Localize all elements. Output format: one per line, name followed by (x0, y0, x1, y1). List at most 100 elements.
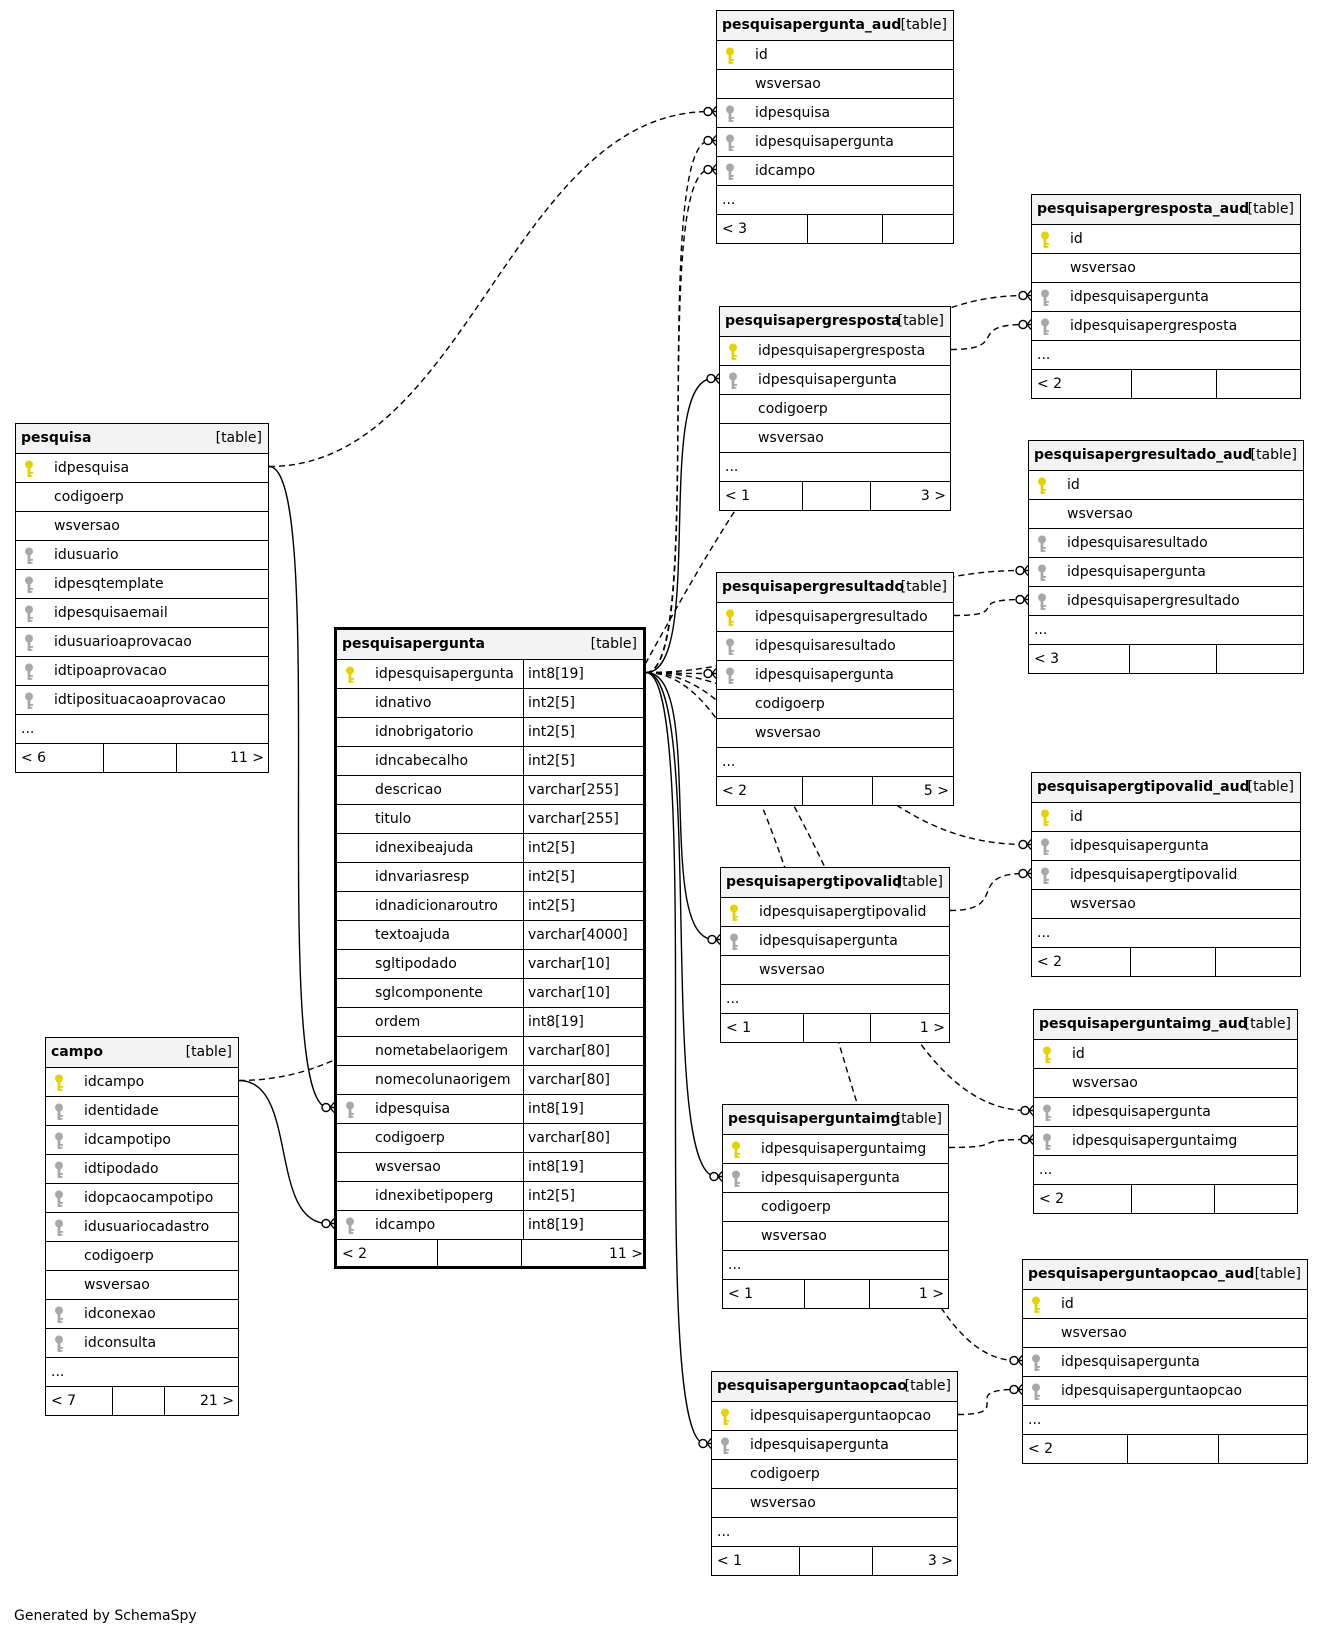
children-count-cell[interactable]: 5 > (872, 777, 955, 805)
column-row[interactable]: wsversao (723, 1221, 948, 1250)
column-row[interactable]: idpesquisapergunta (1023, 1347, 1307, 1376)
column-row[interactable]: idpesquisapergunta (1034, 1097, 1297, 1126)
column-row[interactable]: idtipoaprovacao (16, 656, 268, 685)
table-pesquisapergresposta[interactable]: pesquisapergresposta[table]idpesquisaper… (719, 306, 951, 511)
column-row[interactable]: codigoerp (712, 1459, 957, 1488)
column-row[interactable]: idpesquisaresultado (1029, 528, 1303, 557)
column-row[interactable]: id (1032, 802, 1300, 831)
column-row[interactable]: idusuariocadastro (46, 1212, 238, 1241)
column-row[interactable]: codigoerp (46, 1241, 238, 1270)
column-row[interactable]: idpesquisapergtipovalid (721, 897, 949, 926)
column-row[interactable]: idpesquisapergunta (712, 1430, 957, 1459)
column-row[interactable]: idpesquisapergunta (720, 365, 950, 394)
column-row[interactable]: codigoerp (720, 394, 950, 423)
column-row[interactable]: wsversao (1029, 499, 1303, 528)
column-row[interactable]: wsversao (717, 69, 953, 98)
table-pesquisapergtipovalid[interactable]: pesquisapergtipovalid[table]idpesquisape… (720, 867, 950, 1043)
column-row[interactable]: wsversao (1032, 889, 1300, 918)
column-row[interactable]: idpesquisapergunta (717, 127, 953, 156)
column-row[interactable]: idconsulta (46, 1328, 238, 1357)
column-row[interactable]: idpesquisapergunta (1032, 831, 1300, 860)
column-row[interactable]: identidade (46, 1096, 238, 1125)
column-row[interactable]: idusuario (16, 540, 268, 569)
children-count-cell[interactable]: 3 > (870, 482, 952, 510)
column-row[interactable]: idpesquisaperguntaopcao (1023, 1376, 1307, 1405)
children-count-cell[interactable]: 1 > (869, 1280, 950, 1308)
column-row[interactable]: idpesquisaresultado (717, 631, 953, 660)
children-count-cell[interactable]: 3 > (872, 1547, 959, 1575)
column-row[interactable]: idcampo (717, 156, 953, 185)
column-row[interactable]: wsversao (720, 423, 950, 452)
column-row[interactable]: idpesquisapergtipovalid (1032, 860, 1300, 889)
column-row[interactable]: idpesquisaperguntaimg (1034, 1126, 1297, 1155)
column-row[interactable]: id (717, 40, 953, 69)
column-row[interactable]: wsversao (712, 1488, 957, 1517)
column-row[interactable]: idtiposituacaoaprovacao (16, 685, 268, 714)
children-count-cell[interactable] (1218, 1435, 1309, 1463)
column-row[interactable]: idusuarioaprovacao (16, 627, 268, 656)
column-row[interactable]: id (1023, 1289, 1307, 1318)
parents-count-cell[interactable]: < 3 (1029, 645, 1129, 673)
parents-count-cell[interactable]: < 7 (46, 1387, 112, 1415)
children-count-cell[interactable] (1215, 948, 1302, 976)
table-pesquisapergunta[interactable]: pesquisapergunta[table]idpesquisapergunt… (334, 627, 646, 1269)
table-pesquisaperguntaopcao[interactable]: pesquisaperguntaopcao[table]idpesquisape… (711, 1371, 958, 1576)
column-row[interactable]: wsversao (1032, 253, 1300, 282)
column-row[interactable]: idcampo (46, 1067, 238, 1096)
column-row[interactable]: idpesquisapergresposta (1032, 311, 1300, 340)
column-row[interactable]: idpesquisapergunta (1029, 557, 1303, 586)
children-count-cell[interactable] (1214, 1185, 1299, 1213)
column-row[interactable]: idpesquisa (16, 453, 268, 482)
column-row[interactable]: idpesquisapergresultado (1029, 586, 1303, 615)
parents-count-cell[interactable]: < 1 (712, 1547, 799, 1575)
parents-count-cell[interactable]: < 2 (1034, 1185, 1131, 1213)
column-row[interactable]: idpesquisapergresposta (720, 336, 950, 365)
column-row[interactable]: idpesquisapergunta (1032, 282, 1300, 311)
parents-count-cell[interactable]: < 2 (1032, 948, 1130, 976)
column-row[interactable]: idpesquisaemail (16, 598, 268, 627)
children-count-cell[interactable]: 1 > (870, 1014, 951, 1042)
column-row[interactable]: codigoerp (16, 482, 268, 511)
children-count-cell[interactable] (882, 215, 955, 243)
parents-count-cell[interactable]: < 1 (723, 1280, 804, 1308)
column-row[interactable]: idcampotipo (46, 1125, 238, 1154)
column-row[interactable]: wsversao (16, 511, 268, 540)
column-row[interactable]: idtipodado (46, 1154, 238, 1183)
column-row[interactable]: idpesquisapergunta (723, 1163, 948, 1192)
column-row[interactable]: wsversao (1034, 1068, 1297, 1097)
parents-count-cell[interactable]: < 2 (1023, 1435, 1127, 1463)
column-row[interactable]: idconexao (46, 1299, 238, 1328)
column-row[interactable]: idpesquisapergresultado (717, 602, 953, 631)
parents-count-cell[interactable]: < 2 (1032, 370, 1131, 398)
parents-count-cell[interactable]: < 2 (337, 1240, 437, 1268)
parents-count-cell[interactable]: < 1 (720, 482, 802, 510)
column-row[interactable]: codigoerp (717, 689, 953, 718)
column-row[interactable]: idpesquisa (717, 98, 953, 127)
column-row[interactable]: wsversao (717, 718, 953, 747)
